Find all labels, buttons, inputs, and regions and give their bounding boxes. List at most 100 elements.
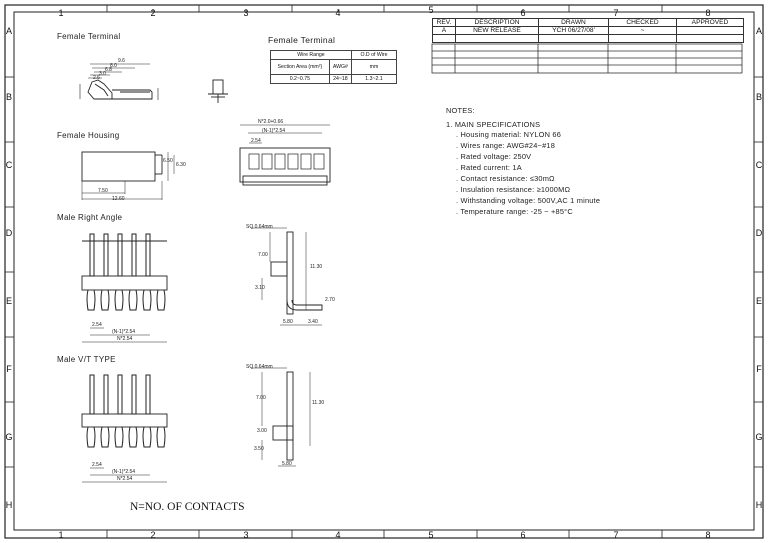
contacts-footnote: N=NO. OF CONTACTS (130, 501, 245, 513)
zone-left-e: E (5, 296, 12, 306)
female-housing-front-drawing (239, 124, 331, 186)
description-header: DESCRIPTION (455, 18, 539, 27)
male-right-angle-front-drawing (81, 233, 168, 343)
dim-label: 2.54 (251, 138, 261, 144)
female-terminal-end-view (208, 79, 228, 103)
zone-left-a: A (5, 26, 12, 36)
zone-top-2: 2 (150, 8, 156, 18)
zone-right-e: E (755, 296, 762, 306)
male-vt-title: Male V/T TYPE (57, 355, 116, 364)
dim-label: 7.00 (258, 252, 268, 258)
dim-label: 6.30 (176, 162, 186, 168)
dim-label: (N-1)*2.54 (112, 329, 136, 335)
dim-label: 3.10 (255, 285, 265, 291)
dim-label: 3.50 (254, 446, 264, 452)
dim-label: 3.0 (99, 71, 106, 77)
dim-label: 11.30 (310, 264, 323, 270)
dim-label: 2.54 (92, 462, 102, 468)
zone-top-6: 6 (520, 8, 526, 18)
rev-header: REV. (432, 18, 456, 27)
section-area-value: 0.2~0.75 (270, 74, 330, 84)
note-item: . Withstanding voltage: 500V,AC 1 minute (456, 196, 601, 205)
zone-bottom-2: 2 (150, 530, 156, 540)
female-housing-title: Female Housing (57, 131, 120, 140)
rev-value: A (432, 26, 456, 35)
male-right-angle-side-drawing (251, 227, 323, 326)
male-right-angle-title: Male Right Angle (57, 213, 123, 222)
zone-right-d: D (755, 228, 763, 238)
zone-bottom-3: 3 (243, 530, 249, 540)
zone-top-7: 7 (613, 8, 619, 18)
dim-label: N*2.54 (117, 336, 133, 342)
zone-bottom-7: 7 (613, 530, 619, 540)
dim-label: 2.70 (325, 297, 335, 303)
zone-top-4: 4 (335, 8, 341, 18)
dim-label: N*2.0+0.66 (258, 119, 284, 125)
dim-label: 5.80 (282, 461, 292, 467)
dim-label: SQ 0.64mm (246, 364, 273, 370)
zone-left-c: C (5, 160, 13, 170)
zone-top-8: 8 (705, 8, 711, 18)
dim-label: 6.8 (105, 67, 112, 73)
zone-bottom-8: 8 (705, 530, 711, 540)
zone-bottom-1: 1 (58, 530, 64, 540)
zone-left-f: F (6, 364, 12, 374)
zone-right-g: G (755, 432, 763, 442)
zone-left-h: H (5, 500, 13, 510)
dim-label: 7.00 (256, 395, 266, 401)
male-vt-front-drawing (81, 374, 168, 483)
dim-label: 8.0 (110, 63, 117, 69)
notes-title: NOTES: (446, 106, 475, 115)
dim-label: SQ 0.64mm (246, 224, 273, 230)
awg-value: 24~18 (328, 74, 353, 84)
dim-label: (N-1)*2.54 (112, 469, 136, 475)
female-terminal-table-title: Female Terminal (268, 35, 336, 45)
dim-label: 2.6 (93, 75, 100, 81)
zone-bottom-4: 4 (335, 530, 341, 540)
approved-value (676, 26, 744, 35)
section-area-header: Section Area (mm²) (270, 59, 330, 75)
dim-label: N*2.54 (117, 476, 133, 482)
dim-label: 9.6 (118, 58, 125, 64)
female-housing-side-drawing (81, 151, 175, 200)
mm-header: mm (351, 59, 397, 75)
wire-range-header: Wire Range (270, 50, 352, 60)
dim-label: 6.50 (163, 158, 173, 164)
approved-header: APPROVED (676, 18, 744, 27)
drawn-value: YCH 06/27/08' (538, 26, 609, 35)
zone-right-c: C (755, 160, 763, 170)
note-item: . Temperature range: -25 ~ +85°C (456, 207, 573, 216)
dim-label: 12.60 (112, 196, 125, 202)
note-item: . Rated current: 1A (456, 163, 522, 172)
dim-label: 7.50 (98, 188, 108, 194)
note-item: . Insulation resistance: ≥1000MΩ (456, 185, 571, 194)
revision-table: REV. DESCRIPTION DRAWN CHECKED APPROVED … (432, 18, 744, 43)
dim-label: 3.40 (308, 319, 318, 325)
note-item: . Rated voltage: 250V (456, 152, 532, 161)
zone-left-b: B (5, 92, 12, 102)
zone-top-3: 3 (243, 8, 249, 18)
note-item: . Housing material: NYLON 66 (456, 130, 562, 139)
dim-label: 3.00 (257, 428, 267, 434)
note-item: . Contact resistance: ≤30mΩ (456, 174, 555, 183)
female-terminal-drawing (79, 63, 159, 100)
checked-header: CHECKED (608, 18, 677, 27)
zone-right-a: A (755, 26, 762, 36)
zone-bottom-6: 6 (520, 530, 526, 540)
dim-label: 2.54 (92, 322, 102, 328)
dim-label: 11.30 (312, 400, 325, 406)
male-vt-side-drawing (251, 367, 311, 467)
dim-label: 5.80 (283, 319, 293, 325)
zone-left-g: G (5, 432, 13, 442)
zone-right-f: F (756, 364, 762, 374)
female-terminal-title: Female Terminal (57, 32, 121, 41)
od-value: 1.3~2.1 (351, 74, 397, 84)
description-value: NEW RELEASE (455, 26, 539, 35)
zone-right-h: H (755, 500, 763, 510)
zone-right-b: B (755, 92, 762, 102)
zone-top-1: 1 (58, 8, 64, 18)
note-item: . Wires range: AWG#24~#18 (456, 141, 556, 150)
zone-top-5: 5 (428, 5, 434, 15)
checked-signature: ~ (608, 26, 677, 35)
